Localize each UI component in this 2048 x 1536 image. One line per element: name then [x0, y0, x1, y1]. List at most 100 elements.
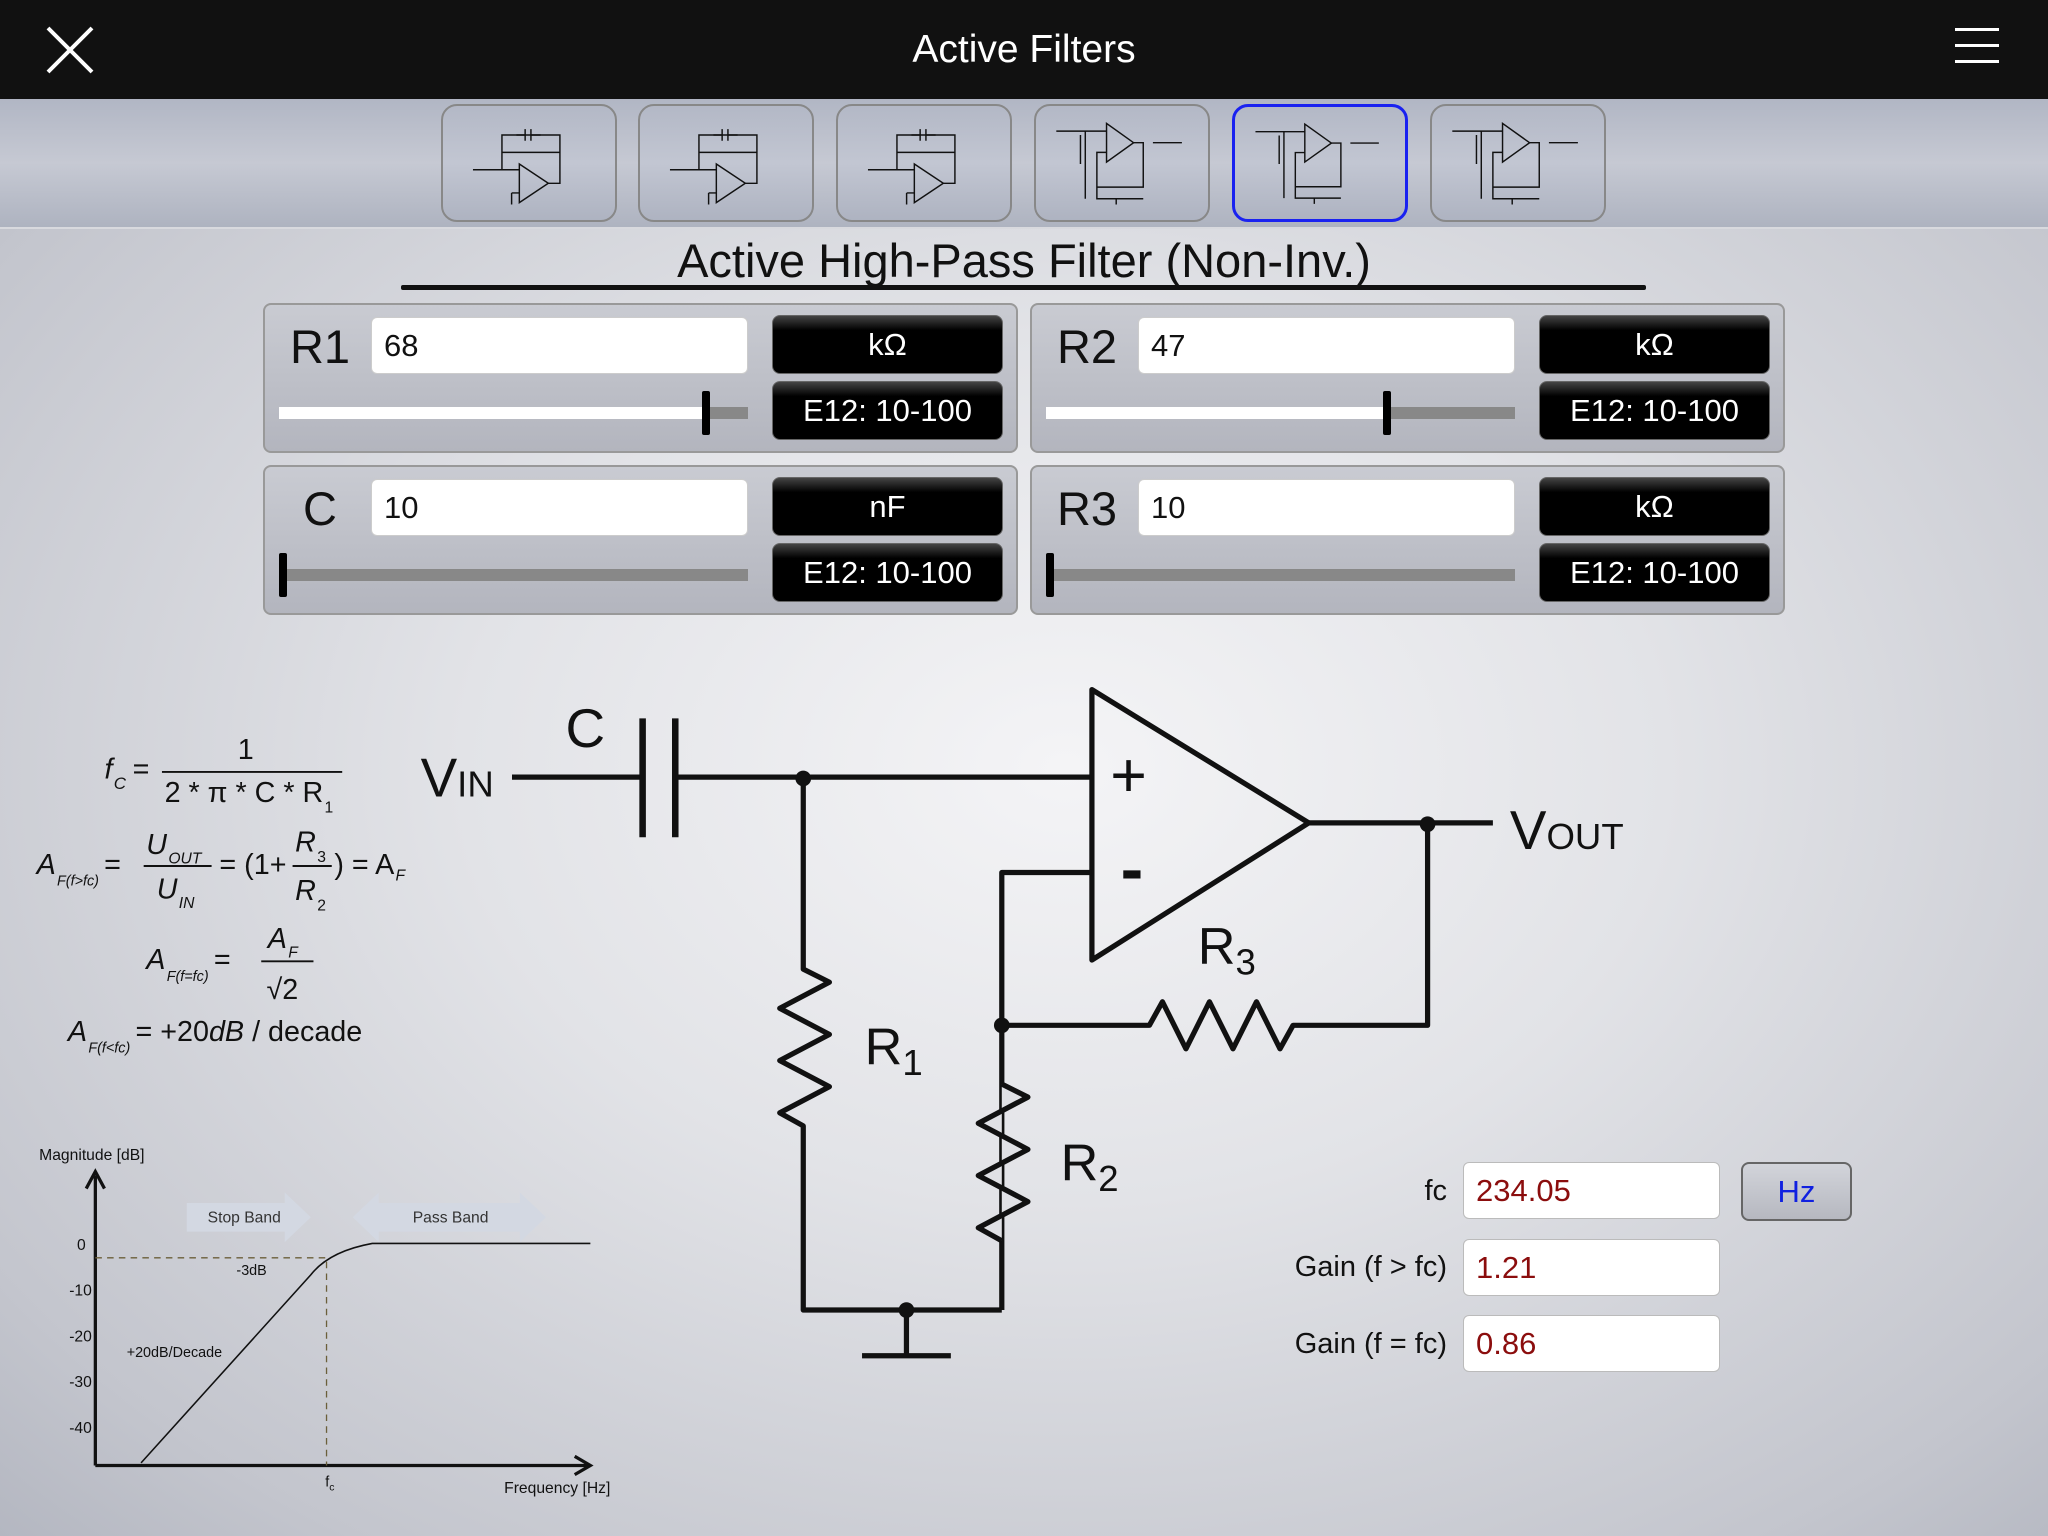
- y-tick: 0: [77, 1237, 86, 1254]
- x-axis-label: Frequency [Hz]: [504, 1480, 610, 1497]
- node-dot: [795, 770, 812, 787]
- slope-label: +20dB/Decade: [127, 1345, 222, 1361]
- formula-gain-passband: AF(f>fc)= UOUT UIN = (1+ R3 R2 ) = AF: [35, 827, 407, 915]
- svg-text:fC=: fC=: [104, 753, 149, 792]
- slider-thumb[interactable]: [701, 391, 710, 435]
- opamp-symbol: [1089, 687, 1312, 963]
- r1-resistor: [777, 778, 1002, 1313]
- fc-label: fc: [1424, 1175, 1447, 1207]
- unit-button[interactable]: kΩ: [1539, 315, 1770, 374]
- pass-band-arrow: [352, 1192, 546, 1243]
- component-value-input[interactable]: 47: [1138, 317, 1515, 374]
- inverting-bandpass-thumbnail[interactable]: [836, 104, 1012, 222]
- stop-band-label: Stop Band: [208, 1210, 281, 1227]
- component-value-input[interactable]: 68: [371, 317, 748, 374]
- svg-text:= (1+: = (1+: [219, 849, 286, 881]
- filter-schematic-icon: [1255, 122, 1379, 204]
- component-panel-r2: R2 47 kΩ E12: 10-100: [1030, 303, 1785, 453]
- component-label: R3: [1056, 482, 1118, 535]
- menu-button[interactable]: [1955, 28, 1999, 74]
- vin-label: VIN: [421, 747, 494, 809]
- series-button[interactable]: E12: 10-100: [1539, 543, 1770, 602]
- slider-fill: [1046, 407, 1387, 419]
- unit-button[interactable]: kΩ: [772, 315, 1003, 374]
- x-axis: [95, 1454, 594, 1477]
- plus-input-label: +: [1110, 741, 1147, 811]
- y-tick: -30: [69, 1374, 92, 1391]
- y-tick: -10: [69, 1283, 92, 1300]
- schematic-labels: VIN C VOUT + - R3 R1 R2: [421, 697, 1624, 1199]
- component-label: R2: [1056, 320, 1118, 373]
- value-slider[interactable]: [279, 553, 748, 597]
- component-value-input[interactable]: 10: [371, 479, 748, 536]
- series-button[interactable]: E12: 10-100: [1539, 381, 1770, 440]
- minus-3db-label: -3dB: [236, 1263, 266, 1279]
- filter-schematic-icon: [472, 129, 561, 205]
- slider-thumb[interactable]: [1046, 553, 1055, 597]
- filter-schematic-icon: [1452, 121, 1578, 205]
- svg-text:AF: AF: [266, 923, 299, 961]
- component-panel-r3: R3 10 kΩ E12: 10-100: [1030, 465, 1785, 615]
- formula-stopband-slope: AF(f<fc)= +20dB / decade: [66, 1016, 362, 1057]
- page-title: Active High-Pass Filter (Non-Inv.): [677, 234, 1371, 287]
- gain-above-label: Gain (f > fc): [1294, 1251, 1447, 1283]
- slider-thumb[interactable]: [279, 553, 288, 597]
- gain-above-output[interactable]: 1.21: [1463, 1239, 1720, 1296]
- close-icon: [46, 26, 94, 74]
- y-tick: -40: [69, 1420, 92, 1437]
- fc-output[interactable]: 234.05: [1463, 1162, 1720, 1219]
- hamburger-menu-icon: [1955, 28, 1999, 31]
- series-button[interactable]: E12: 10-100: [772, 381, 1003, 440]
- svg-text:√2: √2: [266, 974, 298, 1006]
- c-label: C: [566, 697, 606, 759]
- value-slider[interactable]: [1046, 391, 1515, 435]
- svg-text:UOUT: UOUT: [146, 829, 203, 867]
- formulas: fC= 1 2 * π * C * R1 AF(f>fc)= UOUT UIN …: [35, 734, 407, 1057]
- y-axis: [84, 1168, 106, 1466]
- svg-text:R3: R3: [295, 827, 326, 866]
- series-button[interactable]: E12: 10-100: [772, 543, 1003, 602]
- svg-text:) = AF: ) = AF: [334, 849, 406, 885]
- component-panel-c: C 10 nF E12: 10-100: [263, 465, 1018, 615]
- y-axis-label: Magnitude [dB]: [39, 1147, 144, 1164]
- close-button[interactable]: [44, 24, 96, 76]
- gain-at-label: Gain (f = fc): [1294, 1328, 1447, 1360]
- filter-schematic-icon: [669, 129, 758, 205]
- svg-text:AF(f=fc)=: AF(f=fc)=: [144, 944, 230, 985]
- value-slider[interactable]: [279, 391, 748, 435]
- gain-at-output[interactable]: 0.86: [1463, 1315, 1720, 1372]
- unit-button[interactable]: nF: [772, 477, 1003, 536]
- r2-resistor-zigzag: [975, 1081, 1031, 1244]
- feedback-wire: [999, 824, 1431, 1311]
- pass-band-label: Pass Band: [413, 1210, 489, 1227]
- vout-label: VOUT: [1510, 799, 1624, 861]
- slider-thumb[interactable]: [1382, 391, 1391, 435]
- filter-schematic-icon: [1056, 121, 1182, 205]
- inverting-highpass-thumbnail[interactable]: [638, 104, 814, 222]
- minus-input-label: -: [1121, 832, 1144, 907]
- formula-gain-cutoff: AF(f=fc)= AF √2: [144, 923, 314, 1006]
- filter-schematic-icon: [867, 129, 956, 205]
- r2-label: R2: [1061, 1135, 1119, 1199]
- ground-symbol: [862, 1310, 951, 1359]
- value-slider[interactable]: [1046, 553, 1515, 597]
- component-panel-r1: R1 68 kΩ E12: 10-100: [263, 303, 1018, 453]
- unit-button[interactable]: kΩ: [1539, 477, 1770, 536]
- svg-text:1: 1: [238, 734, 254, 766]
- svg-text:AF(f<fc)= +20dB / decade: AF(f<fc)= +20dB / decade: [66, 1016, 362, 1057]
- component-value-input[interactable]: 10: [1138, 479, 1515, 536]
- noninverting-highpass-thumbnail[interactable]: [1232, 104, 1408, 222]
- noninverting-lowpass-thumbnail[interactable]: [1034, 104, 1210, 222]
- inverting-lowpass-thumbnail[interactable]: [441, 104, 617, 222]
- cutoff-dashed-lines: [95, 1257, 328, 1466]
- slider-fill: [279, 407, 706, 419]
- noninverting-bandpass-thumbnail[interactable]: [1430, 104, 1606, 222]
- svg-text:AF(f>fc)=: AF(f>fc)=: [35, 849, 121, 890]
- r1-label: R1: [865, 1018, 923, 1082]
- frequency-unit-button[interactable]: Hz: [1741, 1162, 1852, 1221]
- component-label: R1: [289, 320, 351, 373]
- component-label: C: [303, 482, 337, 535]
- formula-cutoff: fC= 1 2 * π * C * R1: [104, 734, 343, 816]
- svg-text:R2: R2: [295, 875, 326, 914]
